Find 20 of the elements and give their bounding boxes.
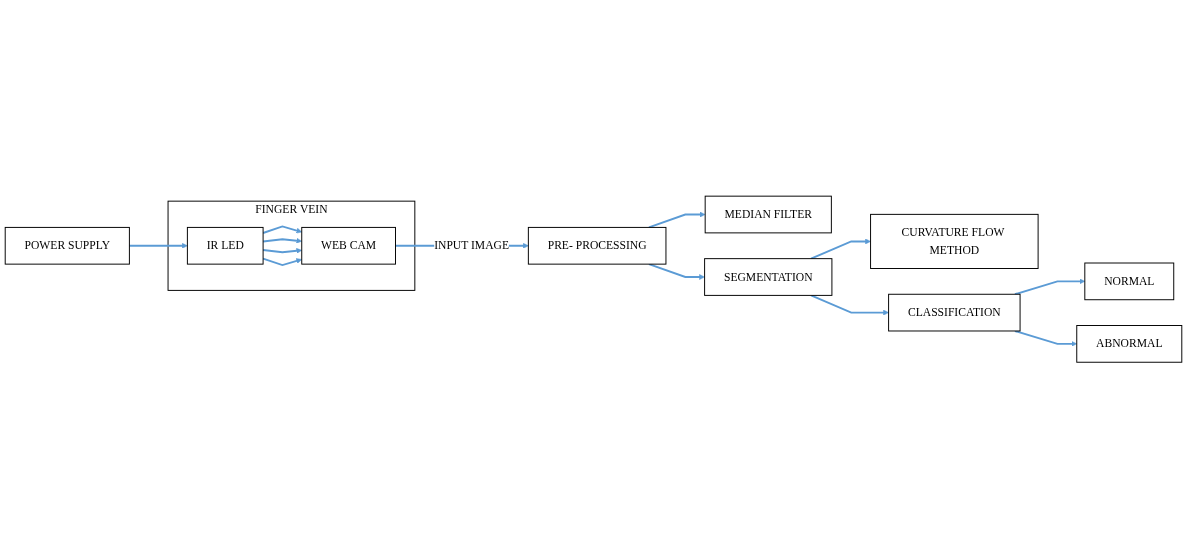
arrow	[128, 243, 188, 249]
node-box: CURVATURE FLOW METHOD	[870, 214, 1039, 270]
node-box: CLASSIFICATION	[888, 294, 1021, 332]
arrow	[1013, 278, 1086, 296]
node-box: NORMAL	[1084, 262, 1175, 301]
node-box: POWER SUPPLY	[4, 227, 130, 265]
node-box: SEGMENTATION	[704, 258, 833, 297]
node-box: ABNORMAL	[1076, 325, 1183, 363]
arrow	[262, 225, 302, 235]
node-box: PRE- PROCESSING	[527, 227, 667, 265]
node-box: WEB CAM	[301, 227, 396, 265]
arrow	[262, 248, 302, 254]
arrow	[810, 294, 889, 316]
arrow	[262, 257, 302, 267]
node-box: IR LED	[186, 227, 264, 265]
edge-label: INPUT IMAGE	[434, 239, 510, 253]
node-box: MEDIAN FILTER	[704, 195, 832, 234]
arrow	[810, 238, 871, 260]
arrow	[647, 212, 706, 229]
arrow	[262, 238, 302, 244]
